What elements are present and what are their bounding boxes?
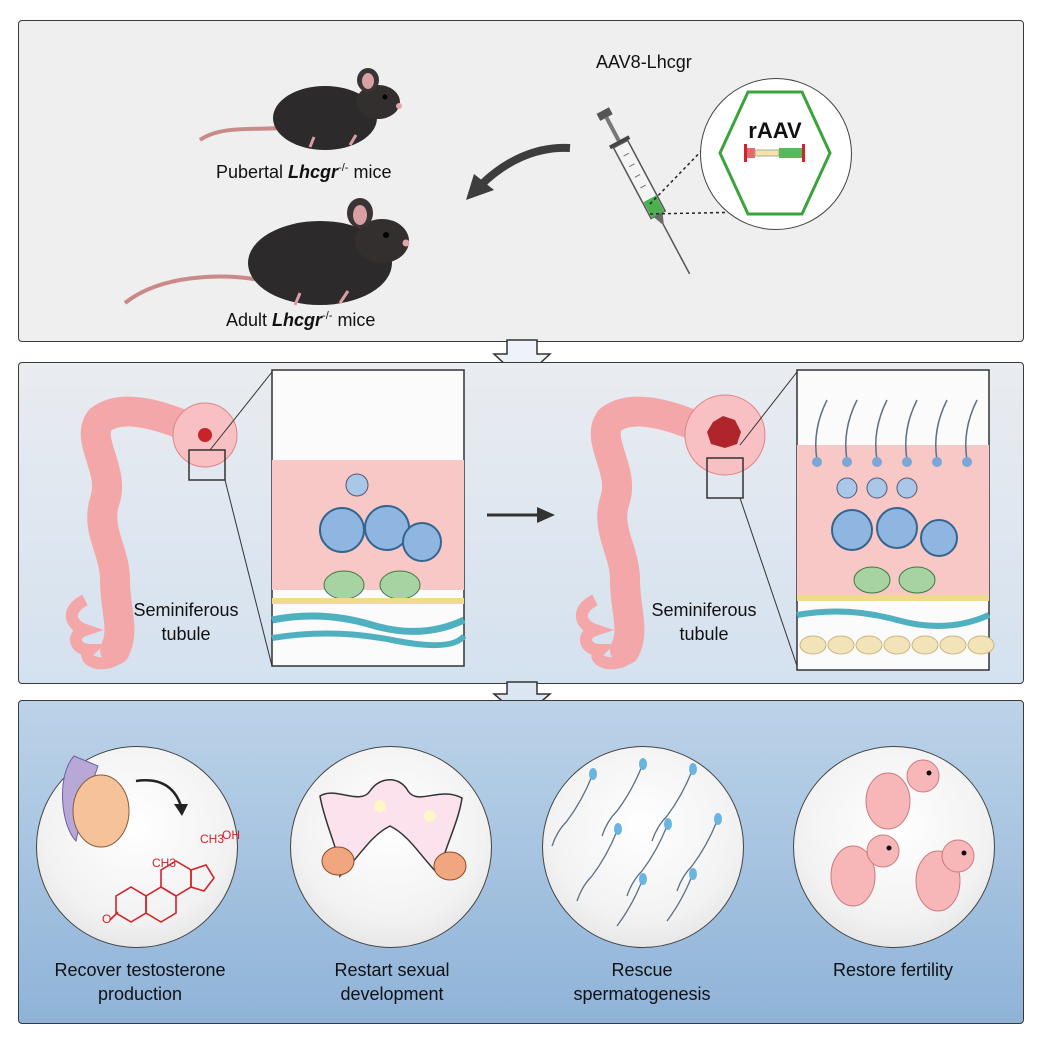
raav-capsid-icon: [718, 90, 832, 216]
zoom-lines-right: [739, 371, 798, 667]
panel-injection: [18, 20, 1024, 342]
reproductive-tract-icon: [319, 779, 467, 881]
tissue-inset-before: [271, 369, 467, 667]
steroid-hydroxyl: OH: [222, 828, 240, 842]
steroid-methyl-1: CH3: [152, 856, 177, 870]
pubertal-mouse-icon: [198, 68, 402, 150]
tissue-inset-after: [796, 369, 995, 671]
vector-label: AAV8-Lhcgr: [596, 52, 692, 72]
injection-arrow-icon: [466, 143, 571, 200]
steroid-ketone: O: [102, 912, 112, 926]
outcome-label-fertility: Restore fertility: [832, 960, 954, 980]
pups-icon: [830, 759, 975, 912]
syringe-icon: [596, 107, 691, 275]
progress-arrow-icon: [487, 507, 555, 523]
adult-mice-label: Adult Lhcgr-/- mice: [226, 310, 376, 330]
adult-mouse-icon: [123, 198, 410, 306]
outcome-circle-spermatogenesis: [542, 746, 744, 948]
raav-label: rAAV: [748, 118, 802, 143]
sperm-icon: [551, 758, 722, 927]
pubertal-mice-label: Pubertal Lhcgr-/- mice: [216, 162, 392, 182]
tubule-before-icon: [65, 396, 238, 670]
steroid-methyl-2: CH3: [200, 832, 225, 846]
tubule-after-icon: [575, 394, 766, 670]
zoom-lines-left: [209, 371, 273, 667]
testis-testosterone-icon: [62, 755, 215, 923]
